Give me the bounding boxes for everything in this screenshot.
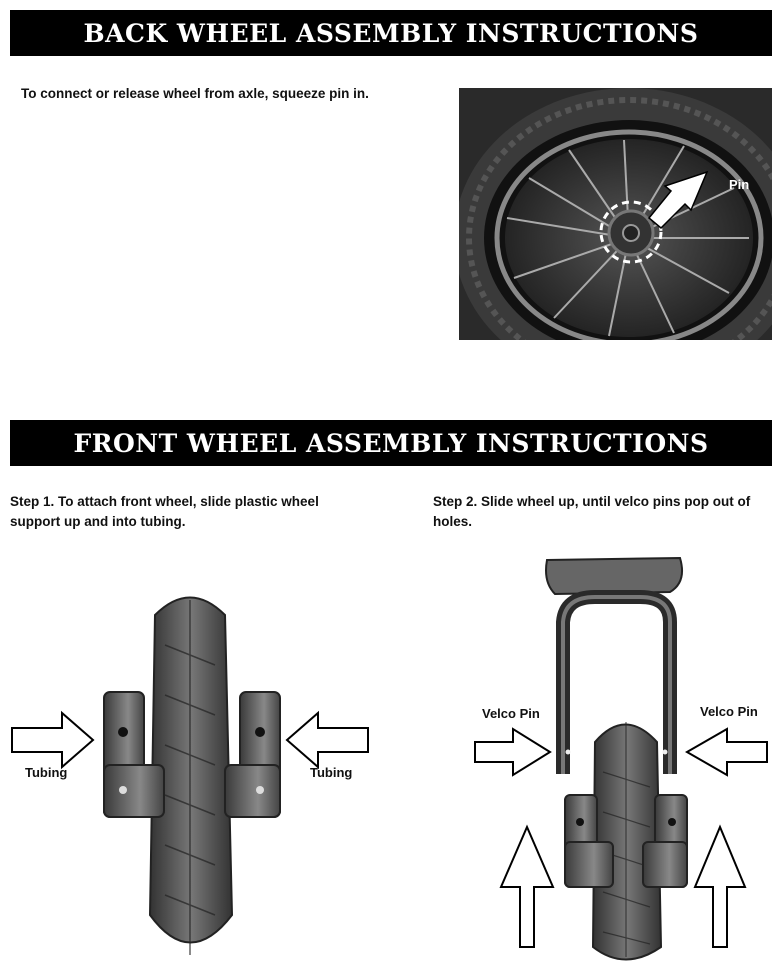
pin-label: Pin: [729, 177, 749, 192]
velco-label-right: Velco Pin: [700, 704, 758, 719]
back-wheel-photo: Pin: [459, 88, 772, 340]
arrow-up-icon: [693, 824, 747, 948]
step1-text: Step 1. To attach front wheel, slide pla…: [10, 494, 319, 529]
arrow-right-icon: [11, 710, 95, 770]
front-wheel-title: FRONT WHEEL ASSEMBLY INSTRUCTIONS: [73, 428, 709, 458]
back-wheel-instruction: To connect or release wheel from axle, s…: [21, 86, 369, 101]
arrow-up-icon: [499, 824, 555, 948]
arrow-right-icon: [474, 727, 552, 777]
tubing-label-right: Tubing: [310, 765, 353, 780]
step2-text: Step 2. Slide wheel up, until velco pins…: [433, 494, 751, 529]
back-wheel-title: BACK WHEEL ASSEMBLY INSTRUCTIONS: [83, 18, 699, 48]
back-wheel-banner: BACK WHEEL ASSEMBLY INSTRUCTIONS: [10, 10, 772, 56]
step2-illustration: [465, 552, 775, 962]
arrow-left-icon: [684, 727, 768, 777]
front-wheel-banner: FRONT WHEEL ASSEMBLY INSTRUCTIONS: [10, 420, 772, 466]
step1-illustration: [0, 585, 400, 965]
arrow-left-icon: [285, 710, 369, 770]
tubing-label-left: Tubing: [25, 765, 68, 780]
pin-arrow-icon: [647, 170, 709, 230]
velco-label-left: Velco Pin: [482, 706, 540, 721]
